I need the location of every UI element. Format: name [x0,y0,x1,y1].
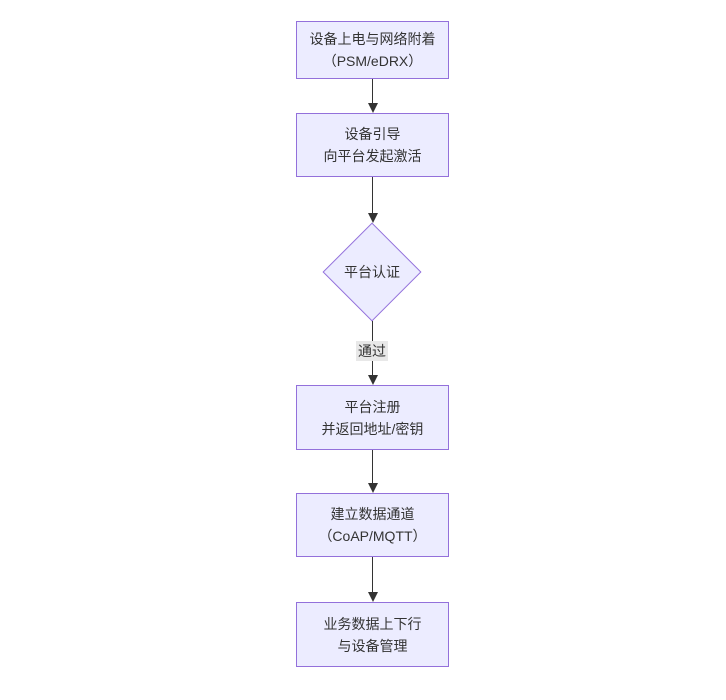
node-label: 平台注册 [344,398,401,415]
node-sublabel: （PSM/eDRX） [322,53,423,69]
node-power-on-attach[interactable]: 设备上电与网络附着 （PSM/eDRX） [296,21,449,79]
node-platform-auth[interactable]: 平台认证 [322,222,422,322]
node-sublabel: 与设备管理 [337,637,408,654]
node-sublabel: 向平台发起激活 [323,148,422,164]
edge-arrow-2 [367,177,378,223]
edge-arrow-5 [367,557,378,602]
edge-label-pass: 通过 [356,341,388,361]
node-sublabel: （CoAP/MQTT） [318,528,427,544]
node-sublabel: 并返回地址/密钥 [321,420,424,437]
edge-line [371,177,374,213]
node-platform-register[interactable]: 平台注册 并返回地址/密钥 [296,385,449,450]
arrowhead-down-icon [367,213,378,223]
node-label: 设备引导 [344,126,401,142]
edge-line [371,79,374,103]
arrowhead-down-icon [367,103,378,113]
node-business-data[interactable]: 业务数据上下行 与设备管理 [296,602,449,667]
node-data-channel[interactable]: 建立数据通道 （CoAP/MQTT） [296,493,449,557]
node-label: 平台认证 [344,264,400,280]
node-device-bootstrap[interactable]: 设备引导 向平台发起激活 [296,113,449,177]
node-label: 业务数据上下行 [323,615,422,632]
edge-line [371,557,374,592]
edge-arrow-1 [367,79,378,113]
edge-arrow-4 [367,450,378,493]
edge-line [371,450,374,483]
arrowhead-down-icon [367,375,378,385]
arrowhead-down-icon [367,592,378,602]
node-label: 建立数据通道 [330,506,415,522]
arrowhead-down-icon [367,483,378,493]
node-label: 设备上电与网络附着 [309,31,436,47]
